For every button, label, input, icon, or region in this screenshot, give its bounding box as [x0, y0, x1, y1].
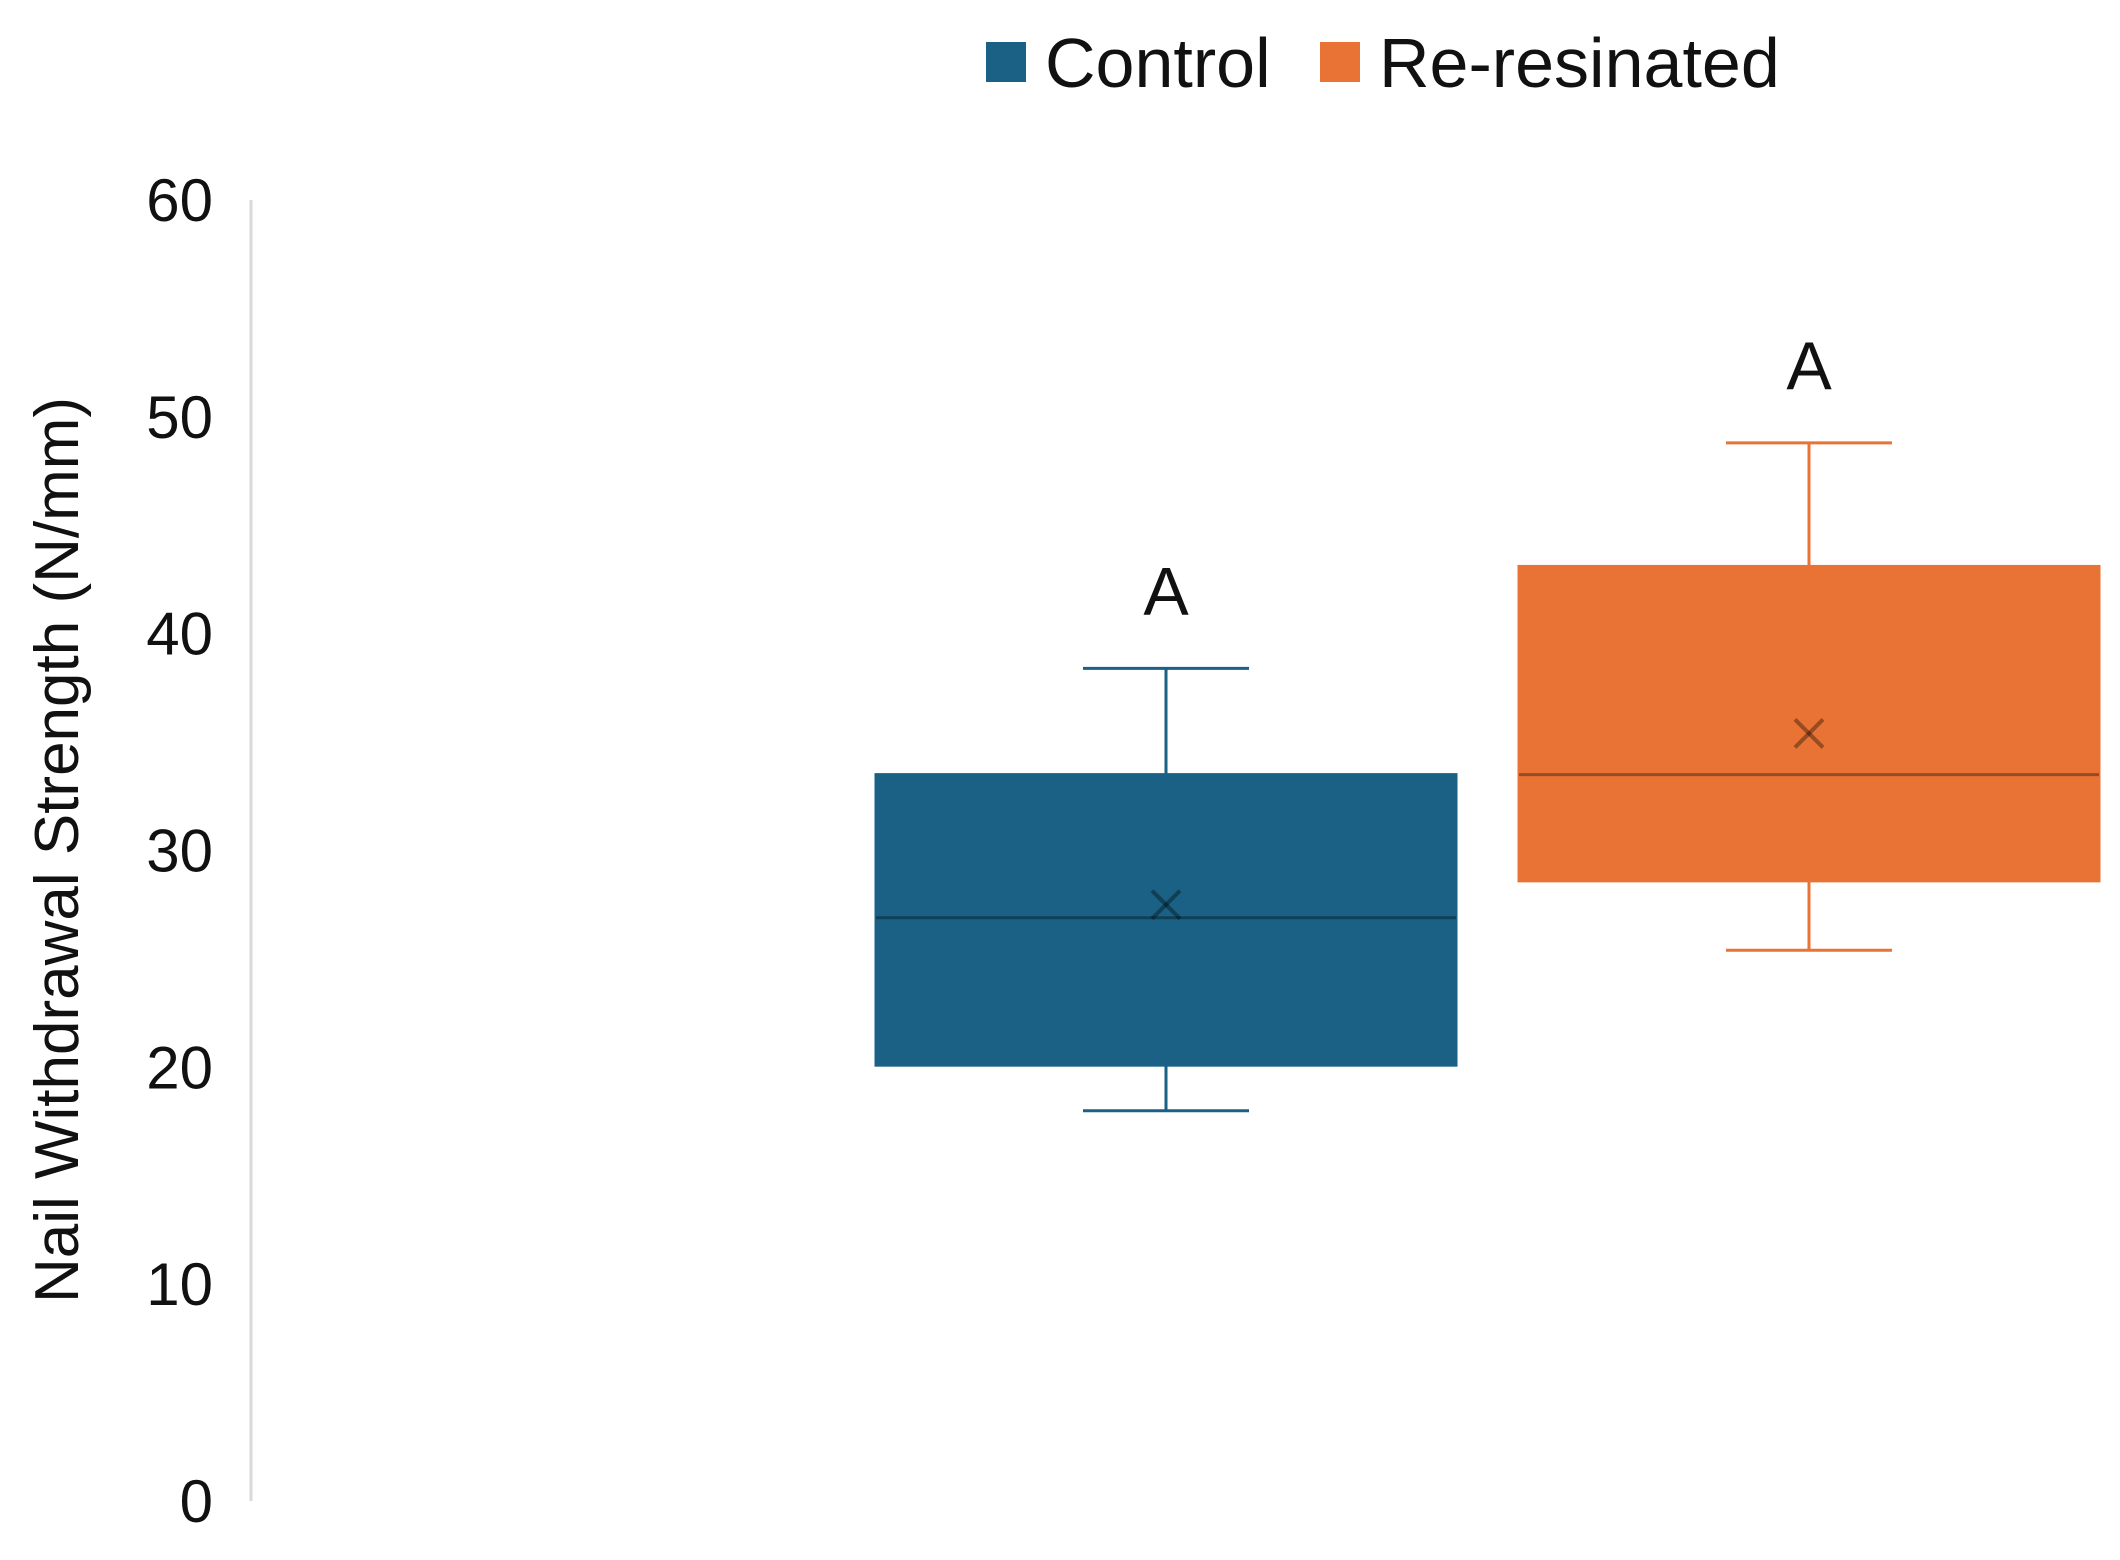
y-axis-ticks: 0 10 20 30 40 50 60: [146, 167, 213, 1535]
y-tick-label: 40: [146, 601, 213, 668]
iqr-box: [874, 773, 1458, 1067]
legend-swatch: [986, 42, 1026, 82]
y-tick-label: 10: [146, 1251, 213, 1318]
y-tick-label: 20: [146, 1034, 213, 1101]
legend-item-re-resinated: Re-resinated: [1320, 24, 1780, 102]
mean-marker: [1150, 889, 1182, 921]
significance-letter: A: [1143, 553, 1189, 629]
mean-marker: [1793, 717, 1825, 749]
y-tick-label: 30: [146, 818, 213, 885]
y-tick-label: 50: [146, 384, 213, 451]
y-tick-label: 60: [146, 167, 213, 234]
significance-letter: A: [1786, 328, 1832, 404]
plot-area: AA: [874, 328, 2101, 1113]
box-re-resinated: A: [1517, 328, 2101, 952]
y-axis-title: Nail Withdrawal Strength (N/mm): [23, 397, 92, 1303]
legend-label: Control: [1045, 24, 1271, 102]
legend-item-control: Control: [986, 24, 1271, 102]
legend: Control Re-resinated: [986, 24, 1780, 102]
y-tick-label: 0: [180, 1468, 213, 1535]
legend-swatch: [1320, 42, 1360, 82]
iqr-box: [1517, 564, 2101, 883]
legend-label: Re-resinated: [1379, 24, 1780, 102]
box-control: A: [874, 553, 1458, 1113]
